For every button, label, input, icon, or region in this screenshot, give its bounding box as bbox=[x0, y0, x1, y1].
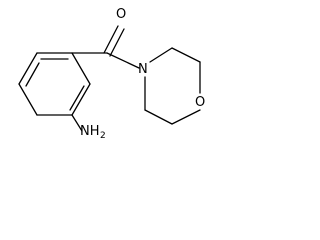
bond-ring-6 bbox=[18, 52, 38, 85]
benzene-ring bbox=[18, 52, 91, 116]
amine-group-label: NH 2 bbox=[80, 124, 106, 140]
amine-subscript-label: 2 bbox=[100, 131, 106, 140]
bond-ring-to-amine bbox=[71, 114, 83, 132]
carbonyl-group bbox=[71, 25, 140, 69]
bond-ring-double-3 bbox=[25, 62, 40, 87]
bond-carbonyl-to-n bbox=[106, 52, 140, 69]
bond-carbonyl-double-b bbox=[109, 28, 125, 57]
bond-morph-4 bbox=[171, 109, 201, 125]
ring-nitrogen-label: N bbox=[138, 62, 148, 77]
bond-morph-2 bbox=[171, 47, 201, 63]
bond-morph-5 bbox=[144, 109, 173, 125]
amine-symbol-label: NH bbox=[80, 124, 100, 139]
morpholine-ring bbox=[144, 47, 201, 125]
ring-oxygen-label: O bbox=[195, 95, 205, 110]
bond-morph-1 bbox=[149, 47, 173, 63]
bond-ring-2 bbox=[71, 52, 91, 85]
bond-carbonyl-double-a bbox=[103, 25, 119, 54]
bond-ring-5 bbox=[18, 83, 38, 116]
bond-ring-double-2 bbox=[69, 85, 85, 111]
bond-ring-3 bbox=[71, 83, 91, 116]
carbonyl-oxygen-label: O bbox=[116, 7, 126, 22]
chemical-structure-diagram: O N O NH 2 bbox=[18, 7, 205, 140]
